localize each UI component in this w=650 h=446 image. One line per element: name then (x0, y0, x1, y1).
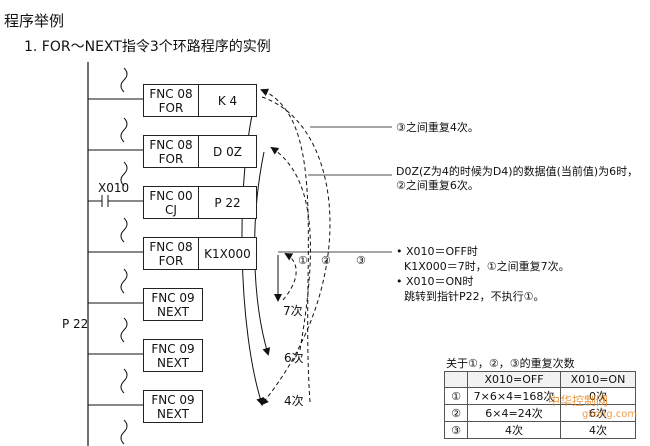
block-mnemonic: FOR (158, 253, 184, 268)
omission-mark (120, 67, 128, 93)
table-header-cell (444, 371, 468, 388)
loop-mark-3: ③ (356, 254, 366, 267)
block-mnemonic: NEXT (157, 355, 189, 370)
repeat-count-table: X010=OFF X010=ON ① 7×6×4=168次 0次 ② 6×4=2… (444, 371, 636, 439)
table-cell: ② (444, 404, 468, 422)
loop-count-middle: 6次 (284, 351, 304, 365)
note-loop1-line3: • X010＝ON时 (396, 275, 474, 288)
page-title: 程序举例 (4, 12, 65, 30)
block-code: FNC 09 (151, 392, 195, 407)
contact-label: X010 (98, 181, 130, 195)
block-operand: K 4 (217, 93, 238, 108)
block-code: FNC 08 (149, 239, 193, 254)
block-code: FNC 09 (151, 341, 195, 356)
table-caption: 关于①，②，③的重复次数 (446, 357, 575, 370)
block-mnemonic: FOR (158, 151, 184, 166)
note-loop1-line4: 跳转到指针P22，不执行①。 (404, 290, 545, 303)
pointer-label: P 22 (62, 317, 89, 331)
table-cell: 4次 (467, 421, 561, 439)
note-loop1-line2: K1X000＝7时，①之间重复7次。 (404, 260, 570, 273)
loop3-dashed-arc (260, 96, 331, 406)
block-mnemonic: FOR (158, 100, 184, 115)
block-operand: P 22 (214, 195, 241, 210)
block-code: FNC 08 (149, 137, 193, 152)
note-loop3: ③之间重复4次。 (396, 121, 479, 134)
table-header-cell: X010=ON (560, 371, 636, 388)
loop-count-outer: 4次 (284, 394, 304, 408)
table-cell: ③ (444, 421, 468, 439)
note-loop1-line1: • X010＝OFF时 (396, 245, 478, 258)
table-cell: 6×4=24次 (467, 404, 561, 422)
block-operand: D 0Z (213, 144, 242, 159)
loop3-return (260, 88, 311, 403)
loop1-return (282, 253, 297, 301)
block-mnemonic: NEXT (157, 406, 189, 421)
block-code: FNC 00 (149, 188, 193, 203)
block-operand: K1X000 (204, 246, 251, 261)
loop-mark-1: ① (298, 254, 308, 267)
section-subtitle: 1. FOR～NEXT指令3个环路程序的实例 (24, 39, 271, 55)
omission-mark (120, 419, 128, 445)
block-mnemonic: NEXT (157, 304, 189, 319)
note-loop2-line1: D0Z(Z为4的时候为D4)的数据值(当前值)为6时， (396, 165, 639, 178)
table-row: ③ 4次 4次 (444, 421, 636, 439)
loop-mark-2: ② (321, 254, 331, 267)
table-cell: 7×6×4=168次 (467, 387, 561, 405)
watermark-url: gkong.com (582, 409, 638, 420)
block-mnemonic: CJ (165, 202, 177, 217)
note-loop2-line2: ②之间重复6次。 (396, 179, 479, 192)
omission-mark (120, 268, 128, 294)
loop2-return (270, 146, 311, 351)
block-code: FNC 08 (149, 86, 193, 101)
table-header-row: X010=OFF X010=ON (444, 371, 636, 388)
omission-mark (120, 161, 128, 187)
omission-mark (120, 317, 128, 343)
block-code: FNC 09 (151, 290, 195, 305)
watermark-logo: 中华控制网 (548, 394, 609, 408)
table-header-cell: X010=OFF (467, 371, 561, 388)
omission-mark (120, 217, 128, 243)
table-cell: ① (444, 387, 468, 405)
omission-mark (120, 117, 128, 143)
loop-count-inner: 7次 (283, 304, 303, 318)
table-cell: 4次 (560, 421, 636, 439)
omission-mark (120, 368, 128, 394)
